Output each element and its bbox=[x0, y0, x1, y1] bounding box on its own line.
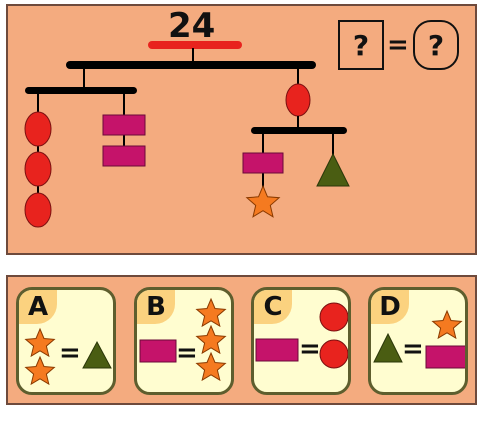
rectangle-icon bbox=[425, 345, 465, 369]
equals-sign: = bbox=[299, 334, 321, 364]
circle-weight bbox=[24, 111, 52, 147]
option-letter: B bbox=[137, 290, 175, 324]
option-letter: C bbox=[254, 290, 292, 324]
star-icon bbox=[195, 324, 227, 355]
star-icon bbox=[245, 184, 281, 218]
answer-options-panel: A = B = C = D = bbox=[6, 275, 477, 405]
star-icon bbox=[24, 355, 56, 386]
right-beam bbox=[251, 127, 347, 134]
rectangle-weight bbox=[102, 114, 146, 136]
option-letter: D bbox=[371, 290, 409, 324]
triangle-icon bbox=[373, 332, 403, 363]
star-icon bbox=[195, 351, 227, 382]
option-card-b[interactable]: B = bbox=[134, 287, 234, 395]
star-icon bbox=[24, 327, 56, 358]
star-icon bbox=[195, 297, 227, 328]
option-d-equation bbox=[373, 309, 465, 369]
star-icon bbox=[431, 309, 463, 340]
triangle-icon bbox=[82, 340, 112, 369]
option-card-a[interactable]: A = bbox=[16, 287, 116, 395]
equals-sign: = bbox=[402, 334, 424, 364]
option-letter: A bbox=[19, 290, 57, 324]
question-mark-left: ? bbox=[352, 28, 370, 62]
question-box-right: ? bbox=[413, 20, 459, 70]
top-beam bbox=[66, 61, 316, 69]
question-equals-sign: = bbox=[387, 30, 409, 60]
triangle-weight bbox=[316, 152, 350, 187]
rectangle-icon bbox=[139, 339, 177, 363]
option-b-equation bbox=[139, 297, 227, 382]
question-box-left: ? bbox=[338, 20, 384, 70]
total-weight-label: 24 bbox=[168, 6, 216, 46]
option-c-equation bbox=[255, 302, 348, 369]
rectangle-weight bbox=[102, 145, 146, 167]
option-a-equation bbox=[24, 327, 112, 386]
circle-weight bbox=[24, 192, 52, 228]
left-beam bbox=[25, 87, 137, 94]
circle-icon bbox=[319, 339, 348, 369]
circle-icon bbox=[319, 302, 348, 332]
equals-sign: = bbox=[176, 338, 198, 368]
circle-weight bbox=[24, 151, 52, 187]
circle-weight bbox=[285, 83, 311, 117]
question-mark-right: ? bbox=[427, 28, 445, 62]
option-card-c[interactable]: C = bbox=[251, 287, 351, 395]
option-card-d[interactable]: D = bbox=[368, 287, 468, 395]
equals-sign: = bbox=[59, 338, 81, 368]
rectangle-weight bbox=[242, 152, 284, 174]
rectangle-icon bbox=[255, 338, 299, 362]
total-weight-underline bbox=[148, 41, 242, 49]
